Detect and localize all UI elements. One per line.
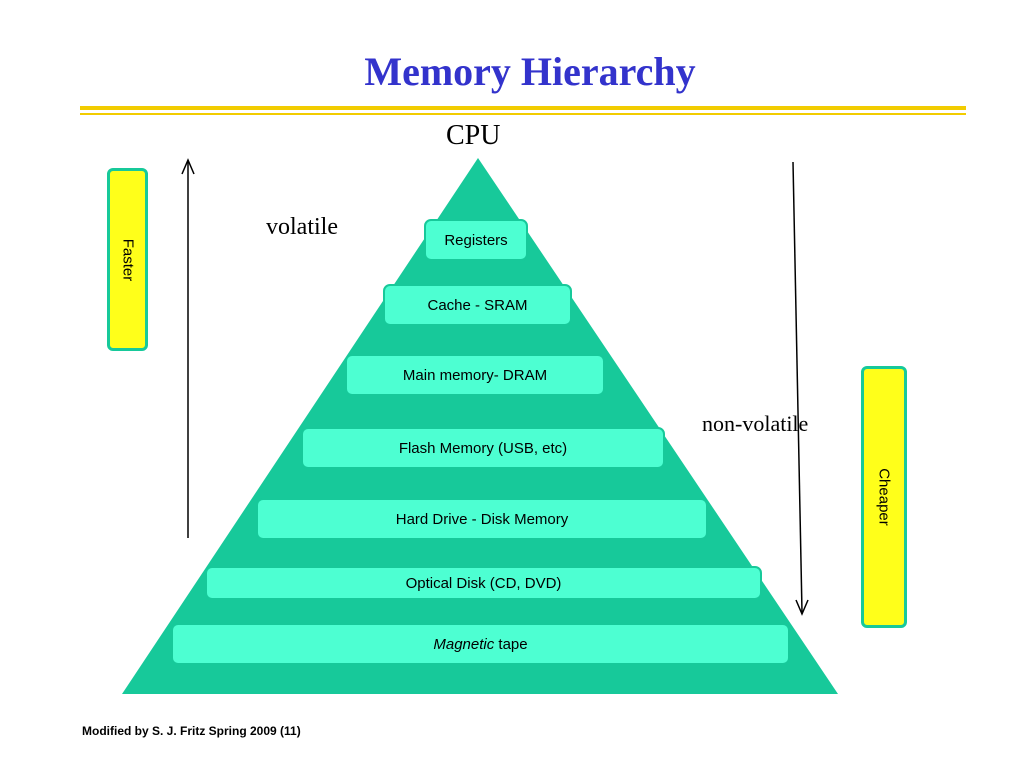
volatile-label: volatile xyxy=(266,214,338,240)
cheaper-box: Cheaper xyxy=(861,366,907,628)
nonvolatile-label: non-volatile xyxy=(702,411,809,436)
cheaper-arrow xyxy=(792,161,803,613)
faster-box: Faster xyxy=(107,168,148,351)
footer-credit: Modified by S. J. Fritz Spring 2009 (11) xyxy=(82,724,301,738)
faster-label: Faster xyxy=(119,238,136,281)
cpu-label: CPU xyxy=(446,120,501,151)
level-main-memory: Main memory- DRAM xyxy=(345,354,605,396)
level-registers: Registers xyxy=(424,219,528,261)
level-magnetic-tape: Magnetic tape xyxy=(171,623,790,665)
cheaper-label: Cheaper xyxy=(875,468,893,526)
level-cache: Cache - SRAM xyxy=(383,284,572,326)
level-hard-drive: Hard Drive - Disk Memory xyxy=(256,498,708,540)
tape-text: tape xyxy=(494,635,528,653)
cheaper-arrow-head xyxy=(795,599,809,616)
pyramid xyxy=(122,158,838,694)
level-flash-memory: Flash Memory (USB, etc) xyxy=(301,427,665,469)
title-rule xyxy=(80,106,966,110)
level-optical-disk: Optical Disk (CD, DVD) xyxy=(205,566,762,600)
faster-arrow-head xyxy=(181,158,195,175)
magnetic-italic: Magnetic xyxy=(433,635,495,653)
page-title: Memory Hierarchy xyxy=(364,49,696,94)
title-rule-thin xyxy=(80,113,966,115)
